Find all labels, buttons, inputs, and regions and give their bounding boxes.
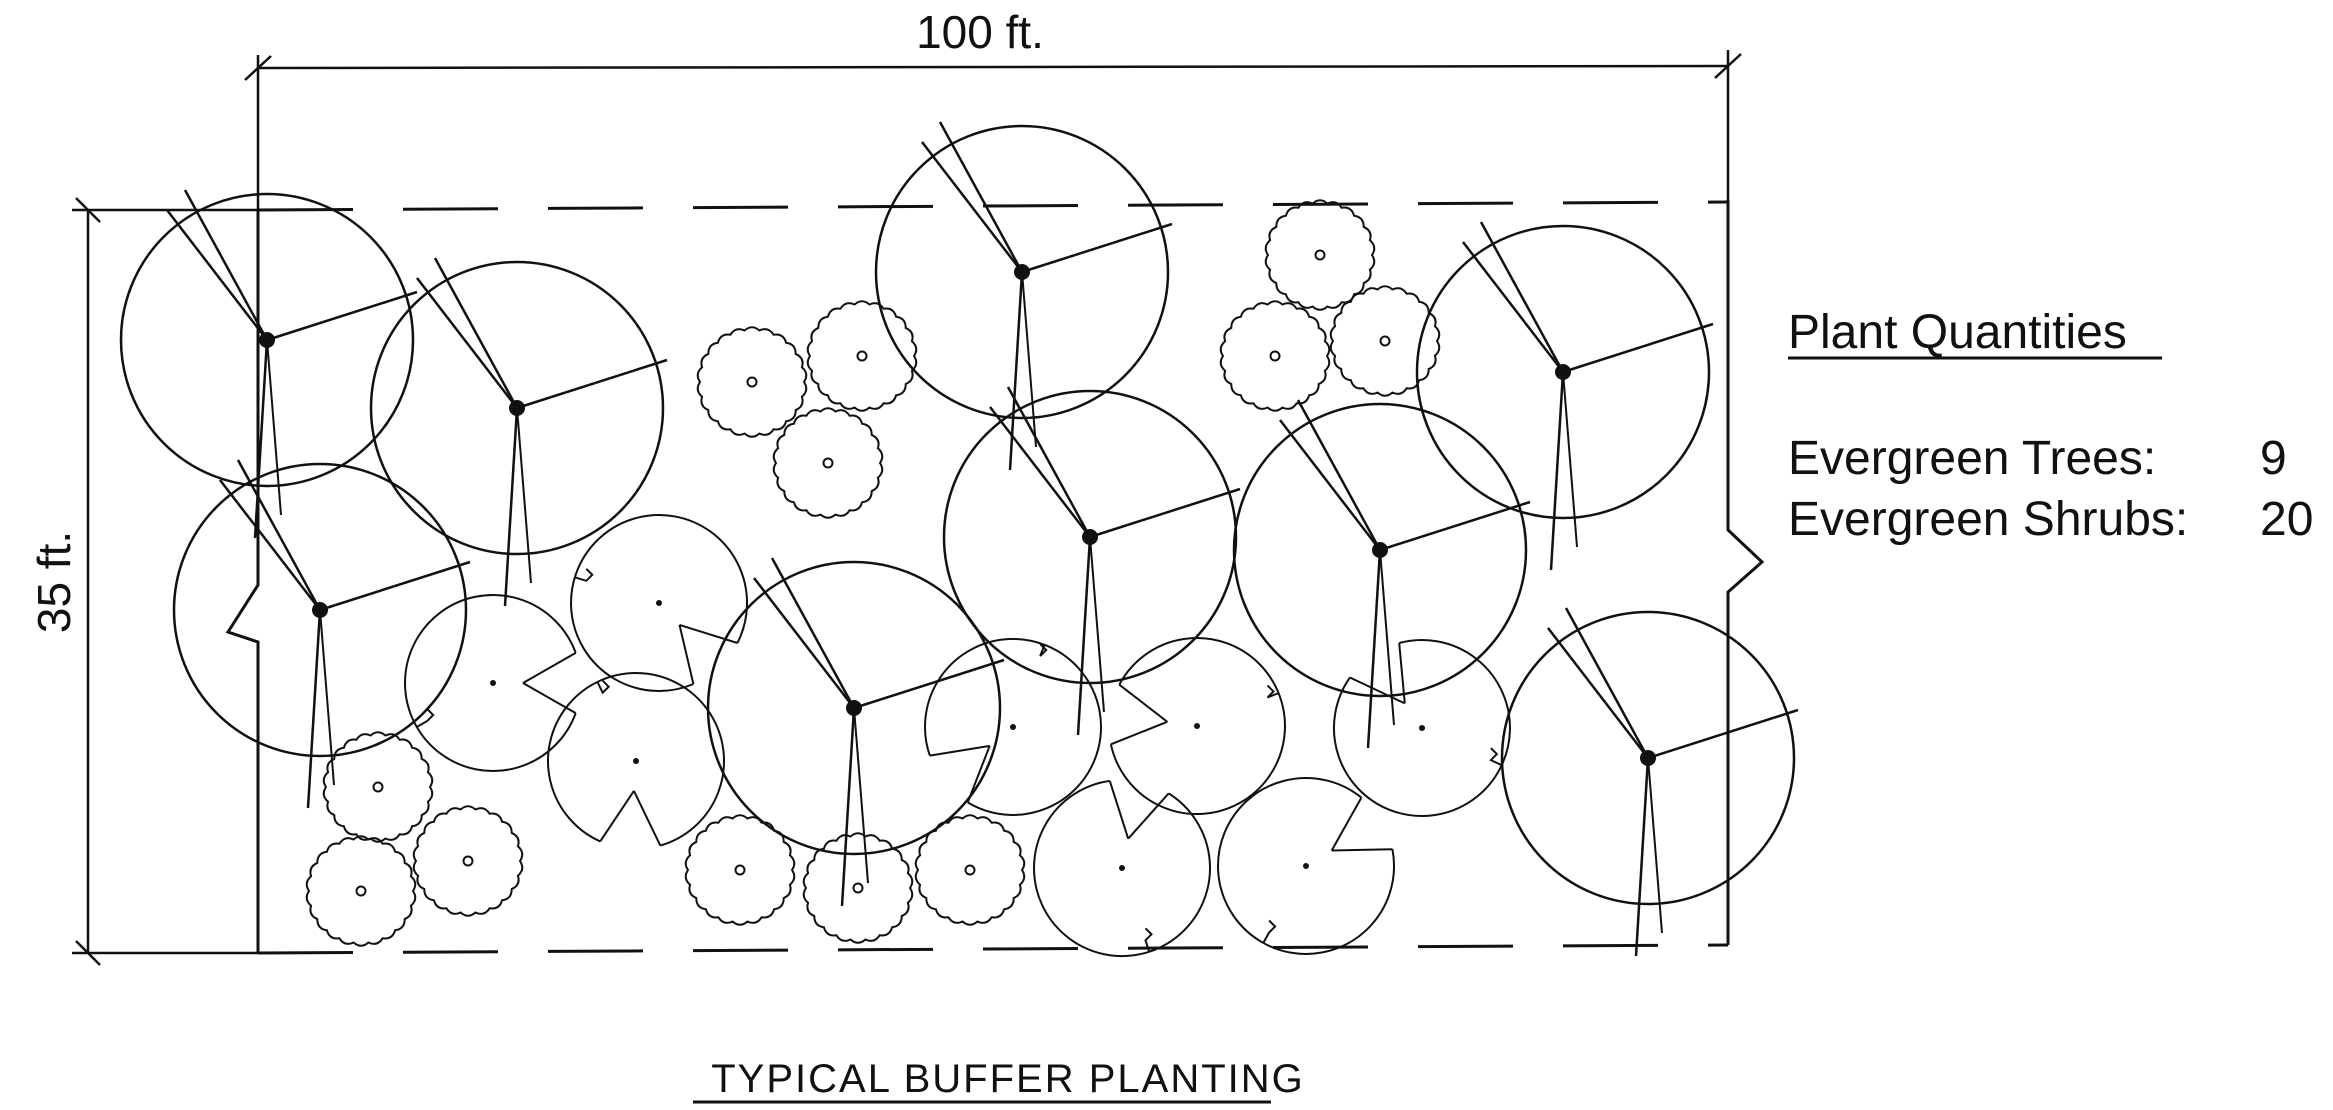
diagram-caption: TYPICAL BUFFER PLANTING bbox=[711, 1057, 1305, 1101]
evergreen-shrub bbox=[412, 805, 524, 917]
evergreen-shrub-group bbox=[305, 199, 1441, 947]
deciduous-shrub bbox=[570, 513, 748, 692]
right-boundary-line bbox=[1726, 200, 1765, 945]
legend-row-label: Evergreen Trees: bbox=[1788, 432, 2156, 485]
deciduous-shrub bbox=[1332, 639, 1511, 817]
site-boundary bbox=[225, 200, 1765, 955]
evergreen-shrub bbox=[322, 731, 434, 843]
evergreen-tree bbox=[369, 257, 668, 607]
deciduous-shrub-group bbox=[404, 513, 1511, 958]
deciduous-shrub bbox=[1109, 637, 1286, 815]
width-dimension-label: 100 ft. bbox=[916, 6, 1044, 58]
evergreen-shrub bbox=[802, 832, 914, 944]
evergreen-shrub bbox=[696, 326, 808, 438]
evergreen-tree bbox=[172, 459, 471, 809]
evergreen-shrub bbox=[914, 814, 1026, 926]
evergreen-tree bbox=[119, 189, 418, 539]
evergreen-tree bbox=[706, 557, 1005, 907]
evergreen-shrub bbox=[1329, 285, 1441, 397]
evergreen-shrub bbox=[684, 814, 796, 926]
evergreen-shrub bbox=[305, 835, 417, 947]
legend-row-value: 20 bbox=[2260, 493, 2313, 546]
deciduous-shrub bbox=[1217, 777, 1396, 955]
evergreen-tree bbox=[1415, 221, 1714, 571]
plant-quantities-legend: Plant Quantities Evergreen Trees: 9 Ever… bbox=[1788, 306, 2313, 546]
legend-title: Plant Quantities bbox=[1788, 306, 2127, 359]
deciduous-shrub bbox=[924, 638, 1102, 816]
legend-row-label: Evergreen Shrubs: bbox=[1788, 493, 2188, 546]
depth-dimension bbox=[72, 197, 258, 966]
evergreen-shrub bbox=[772, 407, 884, 519]
left-boundary-line bbox=[225, 210, 260, 953]
evergreen-tree bbox=[874, 121, 1173, 471]
evergreen-shrub bbox=[806, 300, 918, 412]
depth-dimension-label: 35 ft. bbox=[28, 531, 80, 633]
width-dimension bbox=[244, 50, 1742, 210]
evergreen-tree-group bbox=[119, 121, 1799, 957]
deciduous-shrub bbox=[1033, 779, 1211, 958]
bottom-boundary-dashed bbox=[257, 943, 1729, 955]
evergreen-shrub bbox=[1219, 300, 1331, 412]
evergreen-tree bbox=[1232, 399, 1531, 749]
top-boundary-dashed bbox=[257, 200, 1729, 212]
legend-row-value: 9 bbox=[2260, 432, 2287, 485]
deciduous-shrub bbox=[547, 672, 725, 847]
evergreen-tree bbox=[1500, 607, 1799, 957]
evergreen-tree bbox=[942, 386, 1241, 736]
